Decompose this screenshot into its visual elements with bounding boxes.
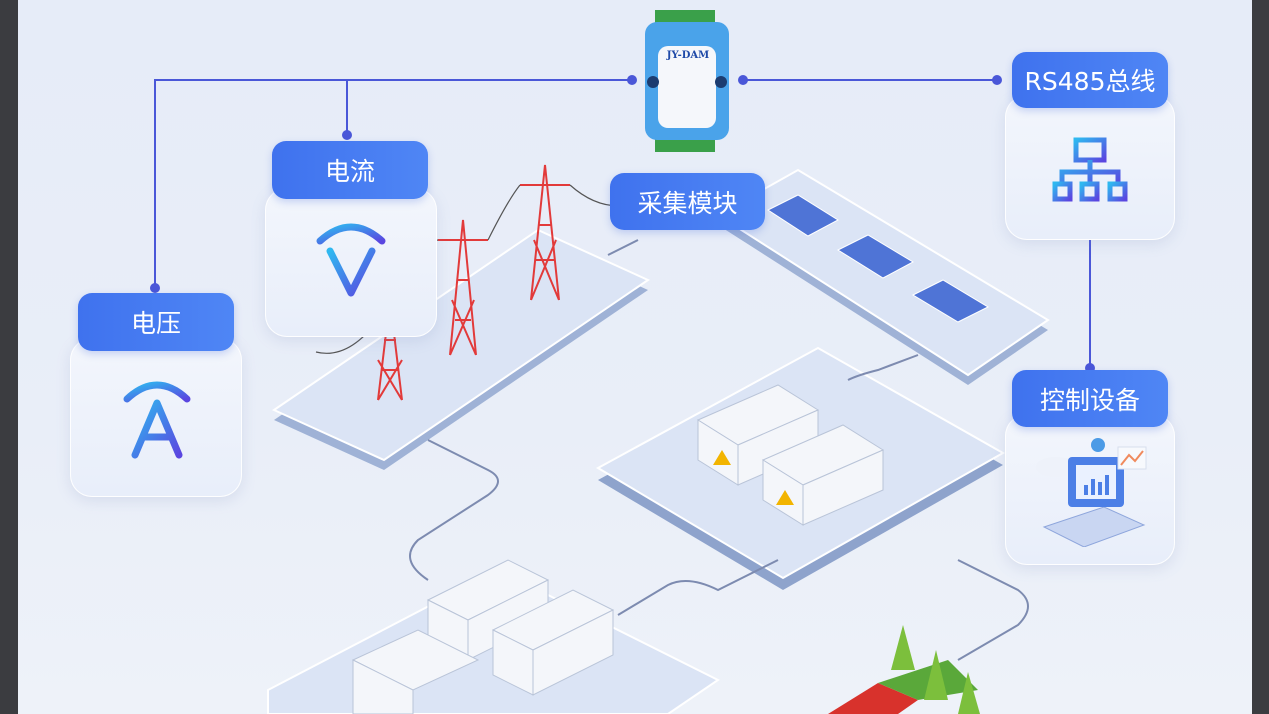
connection-lines (154, 79, 1091, 368)
computer-dashboard-icon (1036, 438, 1147, 547)
current-v-icon (316, 223, 386, 297)
flow-arrows (409, 239, 1029, 661)
house-and-trees (828, 625, 980, 714)
network-topology-icon (1052, 137, 1128, 202)
rs485-card (1005, 95, 1175, 240)
device-brand-label: JY-DAM (666, 50, 710, 61)
solar-platform (716, 168, 1050, 385)
label-voltage: 电压 (78, 293, 234, 351)
label-acquisition-module: 采集模块 (610, 173, 765, 230)
label-rs485-bus: RS485总线 (1012, 52, 1168, 108)
substation-platform (595, 346, 1006, 590)
current-card (265, 188, 437, 337)
control-device-card (1005, 414, 1175, 565)
diagram-canvas: JY-DAM 采集模块 电压 电流 RS485总线 控制设备 (18, 0, 1252, 714)
label-control-device: 控制设备 (1012, 370, 1168, 427)
scene (150, 10, 1095, 714)
label-current: 电流 (272, 141, 428, 199)
jy-dam-module-device (645, 10, 729, 152)
factory-platform (267, 559, 720, 714)
voltage-a-icon (123, 381, 191, 459)
voltage-card (70, 338, 242, 497)
